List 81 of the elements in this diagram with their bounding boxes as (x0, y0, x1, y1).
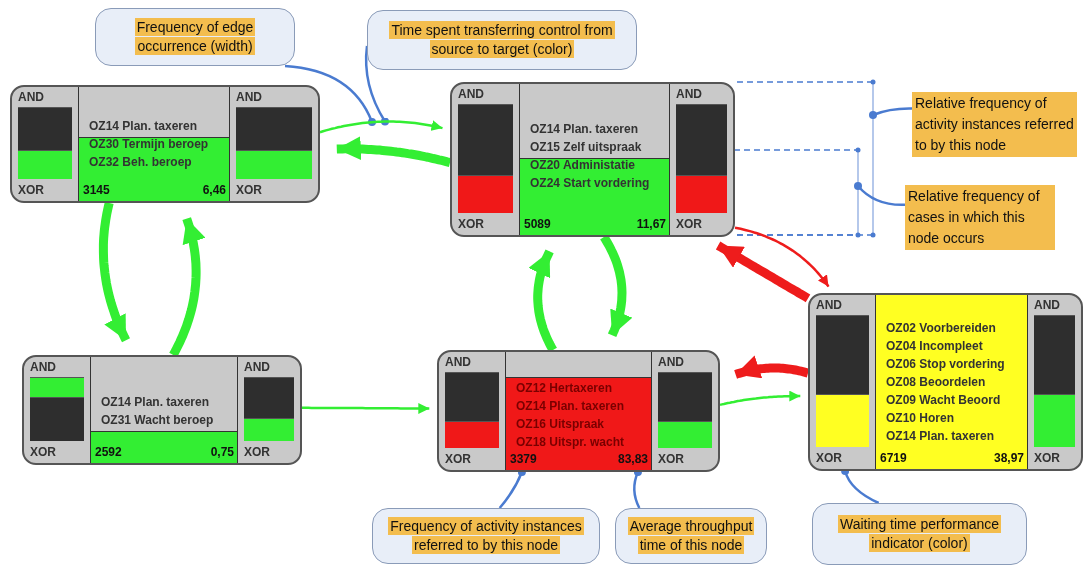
activity-name: OZ24 Start vordering (530, 176, 650, 191)
activity-name: OZ14 Plan. taxeren (886, 429, 995, 444)
callout-box (367, 10, 637, 70)
frequency-value: 5089 (524, 217, 551, 232)
gate-label: XOR (1034, 451, 1060, 466)
activity-name: OZ14 Plan. taxeren (530, 122, 639, 137)
gate-label: XOR (445, 452, 471, 467)
arrow (528, 249, 557, 353)
gate-label: AND (658, 355, 684, 370)
callout-text: Frequency of activity instances referred to by this node (387, 517, 585, 555)
leader-line (364, 45, 389, 126)
arrow (715, 241, 811, 303)
activity-name: OZ02 Voorbereiden (886, 321, 996, 336)
arrow (335, 136, 452, 167)
activity-name: OZ04 Incompleet (886, 339, 983, 354)
arrow (734, 226, 830, 288)
leader-line (854, 182, 905, 207)
activity-name: OZ14 Plan. taxeren (516, 399, 625, 414)
highlighted-note: Relative frequency of cases in which this node occurs (905, 185, 1055, 250)
frequency-value: 3379 (510, 452, 537, 467)
activity-name: OZ14 Plan. taxeren (89, 119, 198, 134)
gate-label: AND (236, 90, 262, 105)
gate-label: XOR (236, 183, 262, 198)
activity-name: OZ14 Plan. taxeren (101, 395, 210, 410)
activity-name: OZ30 Termijn beroep (89, 137, 209, 152)
callout-text: Average throughput time of this node (626, 517, 756, 555)
gate-label: AND (458, 87, 484, 102)
gate-label: AND (18, 90, 44, 105)
gate-label: AND (816, 298, 842, 313)
activity-node (10, 85, 320, 203)
gate-label: XOR (244, 445, 270, 460)
activity-name: OZ06 Stop vordering (886, 357, 1005, 372)
activity-name: OZ20 Administatie (530, 158, 635, 173)
gate-label: AND (244, 360, 270, 375)
arrow (169, 217, 206, 358)
activity-node (808, 293, 1083, 471)
callout-box (812, 503, 1027, 565)
callout-text: Time spent transferring control from source to target (color) (388, 21, 616, 59)
activity-name: OZ12 Hertaxeren (516, 381, 613, 396)
callout-text: Waiting time performance indicator (color) (837, 515, 1002, 553)
throughput-value: 38,97 (993, 451, 1024, 466)
frequency-value: 2592 (95, 445, 122, 460)
gate-label: AND (30, 360, 56, 375)
frequency-value: 3145 (83, 183, 110, 198)
activity-name: OZ09 Wacht Beoord (886, 393, 1001, 408)
arrow (302, 403, 430, 414)
activity-name: OZ15 Zelf uitspraak (530, 140, 642, 155)
throughput-value: 83,83 (617, 452, 648, 467)
activity-node (450, 82, 735, 237)
gate-label: XOR (658, 452, 684, 467)
gate-label: XOR (676, 217, 702, 232)
leader-line (869, 107, 912, 119)
activity-name: OZ16 Uitspraak (516, 417, 605, 432)
activity-name: OZ18 Uitspr. wacht (516, 435, 625, 450)
arrow (600, 234, 633, 338)
gate-label: AND (676, 87, 702, 102)
arrow (98, 201, 130, 343)
frequency-value: 6719 (880, 451, 907, 466)
gate-label: XOR (458, 217, 484, 232)
throughput-value: 0,75 (210, 445, 234, 460)
throughput-value: 11,67 (636, 217, 666, 232)
gate-label: XOR (30, 445, 56, 460)
callout-box (372, 508, 600, 564)
highlighted-note: Relative frequency of activity instances referred to by this node (912, 92, 1077, 157)
callout-text: Frequency of edge occurrence (width) (133, 18, 257, 56)
activity-name: OZ08 Beoordelen (886, 375, 986, 390)
callout-box (615, 508, 767, 564)
activity-name: OZ10 Horen (886, 411, 954, 426)
activity-name: OZ31 Wacht beroep (101, 413, 214, 428)
activity-node (22, 355, 302, 465)
leader-line (284, 64, 376, 126)
gate-label: XOR (18, 183, 44, 198)
arrow (319, 120, 443, 134)
callout-box (95, 8, 295, 66)
gate-label: AND (1034, 298, 1060, 313)
gate-label: AND (445, 355, 471, 370)
arrow (719, 390, 801, 407)
throughput-value: 6,46 (202, 183, 226, 198)
activity-node (437, 350, 720, 472)
activity-name: OZ32 Beh. beroep (89, 155, 192, 170)
gate-label: XOR (816, 451, 842, 466)
